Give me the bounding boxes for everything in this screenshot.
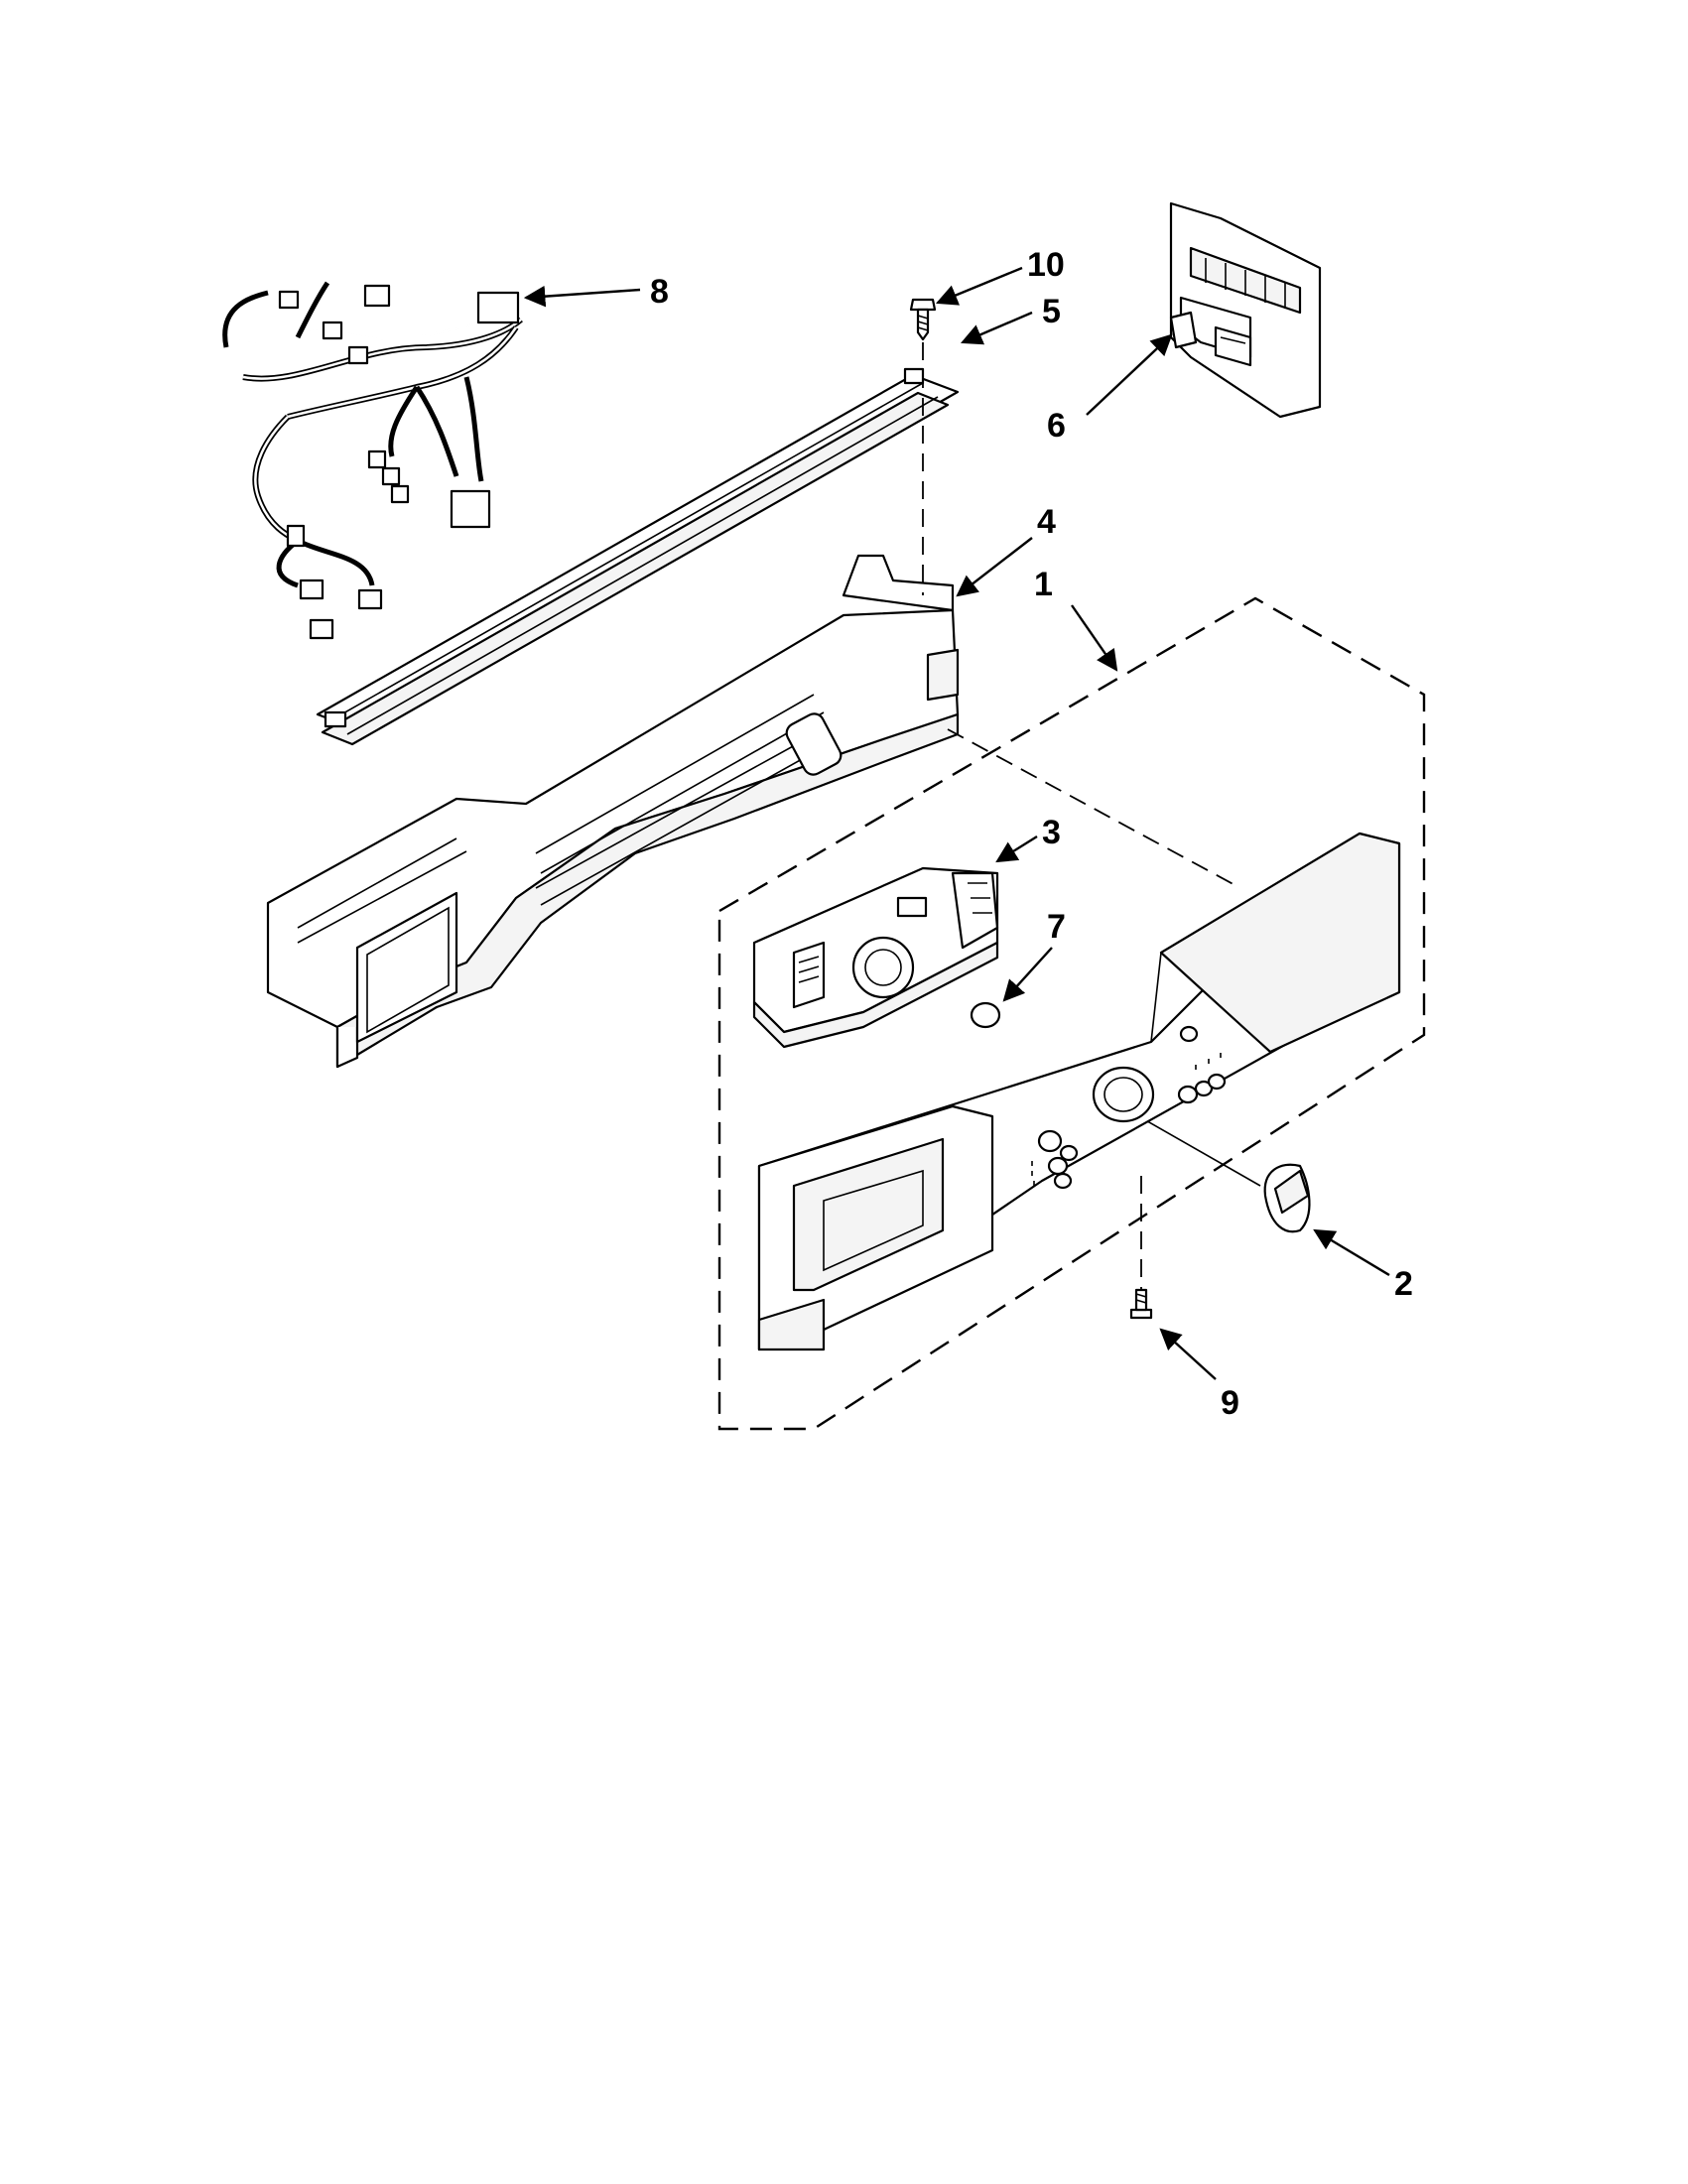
wire-harness — [222, 281, 523, 640]
interface-board — [752, 866, 999, 1049]
callout-8: 8 — [650, 273, 669, 311]
round-label — [970, 1001, 1001, 1029]
leader-9 — [1159, 1328, 1217, 1380]
control-board — [1169, 201, 1322, 419]
bracket-rail — [316, 367, 960, 746]
callout-4: 4 — [1037, 503, 1056, 541]
knob — [1263, 1163, 1311, 1233]
leader-2 — [1313, 1228, 1390, 1277]
callout-10: 10 — [1027, 246, 1065, 284]
screw-top — [909, 298, 937, 341]
leader-5 — [961, 311, 1033, 345]
callout-7: 7 — [1047, 908, 1066, 946]
leader-1 — [1071, 604, 1118, 672]
console-panel — [757, 832, 1401, 1351]
callout-6: 6 — [1047, 407, 1066, 445]
leader-4 — [956, 537, 1033, 597]
callout-5: 5 — [1042, 293, 1061, 330]
leader-3 — [995, 835, 1038, 863]
callout-3: 3 — [1042, 814, 1061, 851]
leader-7 — [1002, 947, 1053, 1002]
leader-10 — [936, 266, 1023, 306]
assembly-1-boundary — [717, 596, 1426, 1431]
leader-6 — [1086, 333, 1173, 416]
leader-8 — [523, 285, 641, 308]
callout-1: 1 — [1034, 566, 1053, 603]
callout-2: 2 — [1394, 1265, 1413, 1303]
screw-bottom — [1129, 1288, 1153, 1320]
console-frame — [266, 554, 960, 1069]
callout-9: 9 — [1221, 1384, 1239, 1422]
